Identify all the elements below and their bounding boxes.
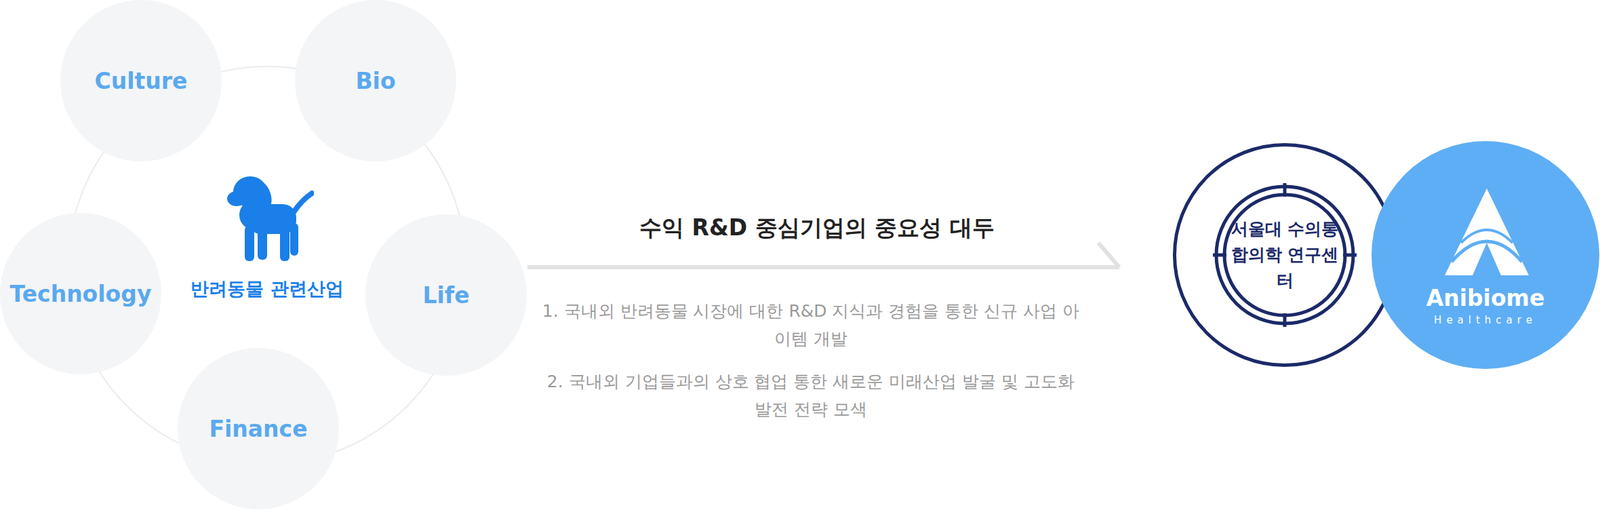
anibiome-logo [1371,141,1600,369]
note-text: 1. 국내외 반려동물 시장에 대한 R&D 지식과 경험을 통한 신규 사업 … [539,296,1083,353]
sector-name: Finance [208,415,308,443]
flow-arrow [527,242,1120,268]
sector-name: Life [422,282,470,309]
note-text: 2. 국내외 기업들과의 상호 협업 통한 새로운 미래산업 발굴 및 고도화 … [539,367,1083,424]
cluster-title: 반려동물 관련산업 [158,276,376,302]
sector-circle: Culture [60,0,222,162]
center-name: 서울대 수의통합의학 연구센터 [1223,216,1346,294]
sector-name: Technology [10,280,152,308]
research-center-seal: 서울대 수의통합의학 연구센터 [1172,142,1398,368]
sector-circle: Finance [177,347,339,510]
company-subtitle: Healthcare [1371,313,1600,327]
sector-circle: Technology [0,212,162,375]
arrow-heading: 수익 R&D 중심기업의 중요성 대두 [639,212,995,243]
industry-cluster: 반려동물 관련산업 Culture BioTechnology LifeFinance [0,0,528,510]
sector-name: Culture [94,67,188,95]
sector-name: Bio [355,67,396,95]
dog-icon [225,172,314,264]
sector-circle: Bio [294,0,457,162]
company-name: Anibiome [1371,284,1600,312]
company-circle: AnibiomeHealthcare [1371,141,1600,369]
sector-circle: Life [365,214,527,376]
